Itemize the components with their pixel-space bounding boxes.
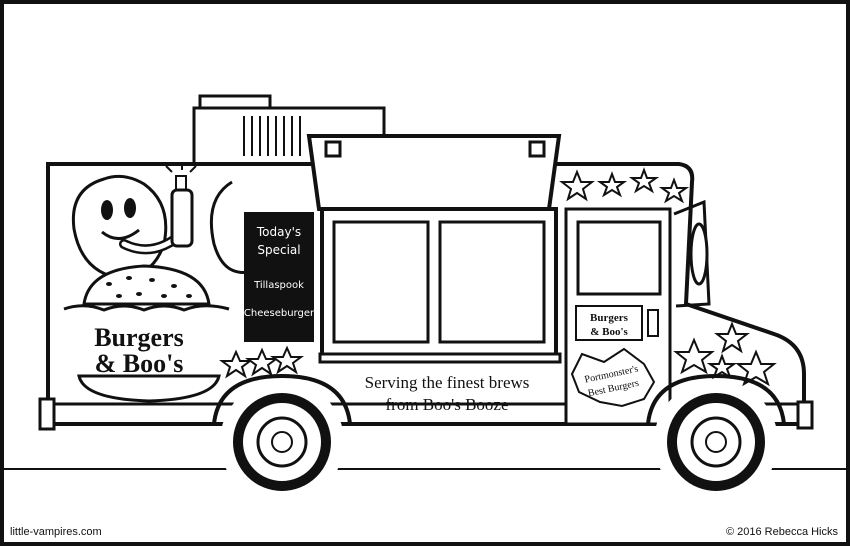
burger-icon xyxy=(63,264,230,403)
specials-board xyxy=(244,212,314,342)
door-window xyxy=(576,220,662,296)
door-brand-1: Burgers xyxy=(590,312,629,324)
roof-grill xyxy=(243,116,301,156)
bottle-icon xyxy=(165,162,197,248)
star-icon xyxy=(219,167,777,387)
window-ledge xyxy=(318,352,562,364)
door-handle xyxy=(647,309,659,337)
slogan-line-1: Serving the finest brews xyxy=(365,373,530,392)
special-title-2: Special xyxy=(257,243,300,257)
door-brand-2: & Boo's xyxy=(590,326,628,338)
special-title-1: Today's xyxy=(256,225,301,239)
brand-line-2: & Boo's xyxy=(95,349,184,378)
special-item-2: Cheeseburger xyxy=(244,308,315,319)
slogan-line-2: from Boo's Booze xyxy=(386,395,509,414)
brand-line-1: Burgers xyxy=(94,323,184,352)
front-bumper xyxy=(796,400,814,430)
copyright-notice: © 2016 Rebecca Hicks xyxy=(725,526,838,538)
wheel-icon xyxy=(212,373,786,504)
site-credit: little-vampires.com xyxy=(10,526,102,538)
moon-icon xyxy=(209,180,267,274)
awning xyxy=(306,134,562,211)
badge xyxy=(570,347,656,408)
special-item-1: Tillaspook xyxy=(253,280,304,291)
rear-bumper xyxy=(38,397,56,431)
food-truck-illustration: Today's Special Tillaspook Cheeseburger xyxy=(4,94,846,504)
side-mirror xyxy=(689,222,709,286)
door-sign xyxy=(575,305,643,341)
